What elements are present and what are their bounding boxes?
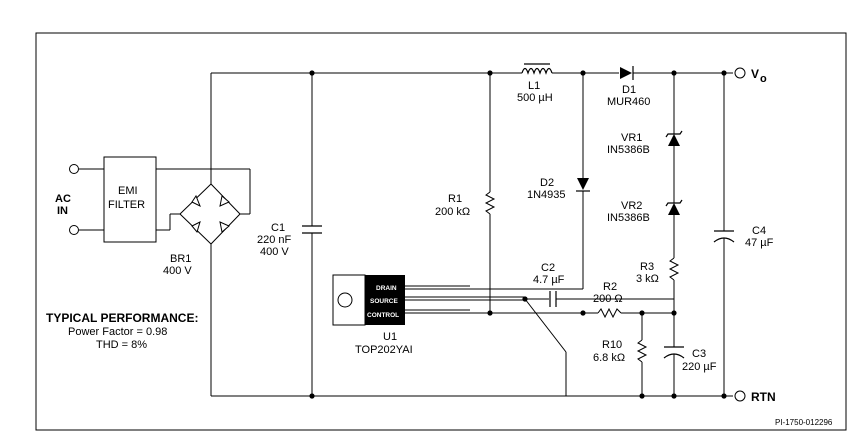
ic-u1: DRAIN SOURCE CONTROL U1 TOP202YAI [332, 274, 525, 356]
pin-control: CONTROL [367, 312, 399, 319]
resistor-r1: R1 200 kΩ [435, 73, 496, 313]
rtn-label: RTN [751, 390, 776, 404]
vr1-value: IN5386B [607, 144, 650, 156]
emi-filter: EMI FILTER [103, 156, 251, 243]
emi-label-line2: FILTER [108, 199, 145, 211]
capacitor-c1: C1 220 nF 400 V [257, 73, 322, 396]
br1-value: 400 V [163, 265, 192, 277]
resistor-r10: R10 6.8 kΩ [593, 313, 648, 396]
vo-label: V [751, 67, 759, 81]
pin-source: SOURCE [370, 298, 398, 305]
d2-ref: D2 [540, 177, 554, 189]
perf-line1: Power Factor = 0.98 [68, 326, 167, 338]
zener-vr1: VR1 IN5386B [607, 73, 683, 203]
ac-label-line1: AC [55, 193, 71, 205]
c3-value: 220 µF [682, 361, 717, 373]
figure-code: PI-1750-012296 [775, 418, 833, 427]
inductor-l1: L1 500 µH [517, 63, 619, 104]
capacitor-c3: C3 220 µF [663, 313, 717, 396]
c4-value: 47 µF [745, 237, 774, 249]
r2-value: 200 Ω [593, 293, 623, 305]
r2-ref: R2 [603, 281, 617, 293]
l1-value: 500 µH [517, 92, 553, 104]
r10-value: 6.8 kΩ [593, 352, 625, 364]
diagram-border [35, 32, 847, 431]
diode-d1: D1 MUR460 [607, 66, 733, 108]
resistor-r3: R3 3 kΩ [636, 257, 680, 316]
bridge-rectifier-br1: BR1 400 V [163, 73, 241, 396]
ac-input: AC IN [55, 164, 104, 235]
c2-ref: C2 [541, 262, 555, 274]
diode-d2: D2 1N4935 [470, 73, 590, 290]
vo-sub: o [760, 73, 767, 85]
emi-label-line1: EMI [118, 185, 138, 197]
d1-value: MUR460 [607, 96, 650, 108]
u1-ref: U1 [383, 331, 397, 343]
r1-ref: R1 [448, 193, 462, 205]
d1-ref: D1 [622, 84, 636, 96]
vr1-ref: VR1 [621, 132, 642, 144]
ac-label-line2: IN [57, 205, 68, 217]
c1-value1: 220 nF [257, 234, 292, 246]
r3-value: 3 kΩ [636, 273, 659, 285]
output-vo: V o [734, 67, 767, 85]
c2-value: 4.7 µF [533, 274, 565, 286]
c4-ref: C4 [752, 225, 766, 237]
capacitor-c2: C2 4.7 µF [533, 262, 675, 313]
resistor-r2: R2 200 Ω [580, 281, 674, 319]
vr2-value: IN5386B [607, 212, 650, 224]
perf-title: TYPICAL PERFORMANCE: [46, 311, 198, 325]
vr2-ref: VR2 [621, 200, 642, 212]
u1-value: TOP202YAI [355, 344, 413, 356]
capacitor-c4: C4 47 µF [713, 73, 774, 396]
c1-ref: C1 [271, 222, 285, 234]
c3-ref: C3 [692, 348, 706, 360]
d2-value: 1N4935 [527, 189, 566, 201]
performance-block: TYPICAL PERFORMANCE: Power Factor = 0.98… [46, 311, 198, 351]
output-rtn: RTN [734, 390, 776, 404]
c1-value2: 400 V [260, 246, 289, 258]
r3-ref: R3 [640, 261, 654, 273]
pin-drain: DRAIN [376, 285, 397, 292]
r1-value: 200 kΩ [435, 206, 470, 218]
l1-ref: L1 [528, 80, 540, 92]
perf-line2: THD = 8% [96, 339, 147, 351]
zener-vr2: VR2 IN5386B [607, 199, 683, 258]
br1-ref: BR1 [170, 253, 191, 265]
r10-ref: R10 [602, 339, 622, 351]
